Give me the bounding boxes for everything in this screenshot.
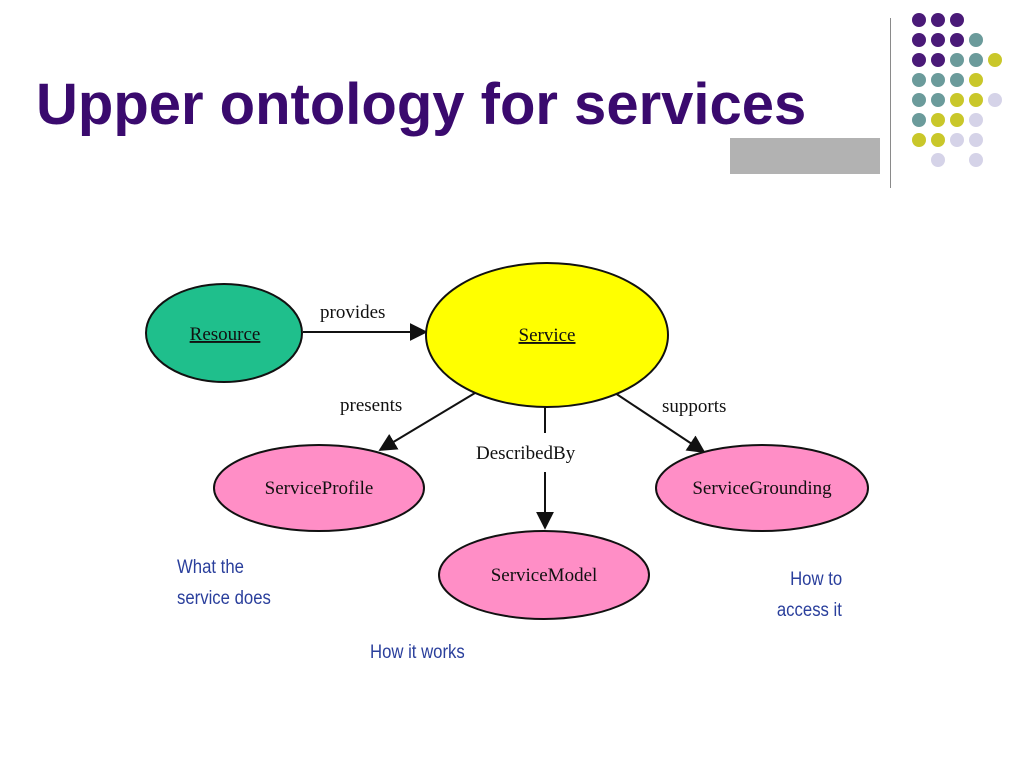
dot (988, 93, 1002, 107)
dot (969, 133, 983, 147)
dot (969, 53, 983, 67)
dot (969, 93, 983, 107)
dot (931, 153, 945, 167)
node-service-grounding (655, 444, 869, 532)
dot (931, 113, 945, 127)
dot (912, 93, 926, 107)
edge-label-provides: provides (320, 302, 385, 323)
dot (969, 33, 983, 47)
dot (912, 53, 926, 67)
dot (969, 73, 983, 87)
edge-label-described-by: DescribedBy (476, 443, 576, 464)
dot (950, 13, 964, 27)
dot (912, 13, 926, 27)
dot (931, 33, 945, 47)
node-label-service-profile: ServiceProfile (265, 478, 374, 499)
dot (950, 93, 964, 107)
dot (931, 93, 945, 107)
node-label-resource: Resource (190, 324, 261, 345)
edge-supports (614, 392, 706, 453)
dot (950, 73, 964, 87)
divider-line (890, 18, 891, 188)
node-label-service: Service (519, 325, 576, 346)
dot (969, 153, 983, 167)
note-model: How it works (370, 642, 465, 663)
node-resource (145, 283, 303, 383)
dot (950, 33, 964, 47)
dot (931, 13, 945, 27)
dot (931, 133, 945, 147)
dot (931, 73, 945, 87)
decorative-dot-grid (904, 13, 1014, 167)
node-label-service-grounding: ServiceGrounding (692, 478, 832, 499)
edge-presents (378, 392, 476, 451)
node-service (425, 262, 669, 408)
node-service-profile (213, 444, 425, 532)
dot (950, 113, 964, 127)
dot (912, 73, 926, 87)
dot (931, 53, 945, 67)
dot (950, 133, 964, 147)
note-grounding-line1: How to (789, 569, 842, 590)
note-grounding-line2: access it (776, 600, 842, 621)
dot (912, 133, 926, 147)
grey-accent-bar (730, 138, 880, 174)
dot (912, 33, 926, 47)
dot (988, 53, 1002, 67)
note-profile-line2: service does (177, 588, 271, 609)
node-label-service-model: ServiceModel (491, 565, 598, 586)
dot (969, 113, 983, 127)
dot (950, 53, 964, 67)
dot (912, 113, 926, 127)
edge-label-presents: presents (340, 395, 402, 416)
slide-title: Upper ontology for services (36, 72, 807, 137)
note-profile-line1: What the (177, 557, 244, 578)
node-service-model (438, 530, 650, 620)
edge-label-supports: supports (662, 396, 726, 417)
